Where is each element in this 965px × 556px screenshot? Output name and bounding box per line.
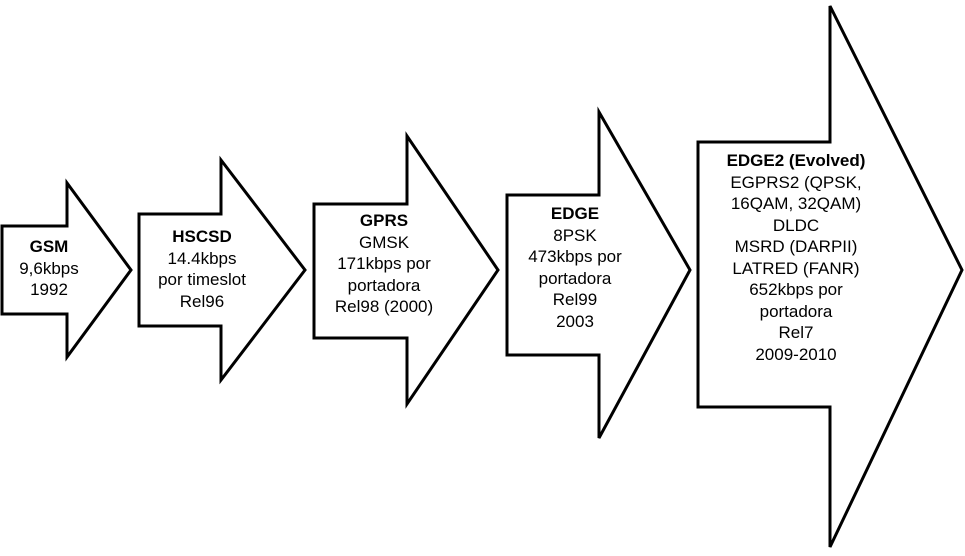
arrow-hscsd	[137, 155, 307, 385]
stage-line: 2003	[556, 311, 594, 331]
stage-line: 2009-2010	[755, 344, 837, 364]
arrow-edge	[505, 106, 692, 439]
stage-line: 9,6kbps	[19, 258, 79, 278]
stage-line: portadora	[759, 301, 833, 321]
arrow-gprs	[312, 131, 500, 409]
stage-hscsd: HSCSD 14.4kbps por timeslot Rel96	[135, 226, 269, 312]
stage-line: 1992	[30, 280, 68, 299]
stage-line: 8PSK	[553, 225, 597, 245]
stage-gprs: GPRS GMSK 171kbps por portadora Rel98 (2…	[314, 210, 454, 318]
stage-line: LATRED (FANR)	[732, 258, 860, 278]
stage-line: Rel7	[778, 323, 814, 342]
stage-line: MSRD (DARPII)	[734, 237, 858, 256]
stage-line: Rel98 (2000)	[334, 297, 434, 316]
stage-line: 14.4kbps	[167, 248, 237, 268]
stage-line: por timeslot	[158, 270, 246, 289]
stage-line: portadora	[347, 275, 421, 295]
stage-line: GMSK	[358, 232, 410, 252]
stage-line: Rel96	[179, 291, 225, 311]
stage-line: portadora	[538, 268, 612, 288]
arrow-edge2	[696, 5, 964, 548]
stage-title: EDGE2 (Evolved)	[726, 151, 866, 170]
stage-line: DLDC	[772, 215, 820, 235]
stage-line: 473kbps por	[528, 247, 622, 266]
stage-line: 652kbps por	[749, 280, 843, 299]
arrow-gsm	[0, 178, 133, 362]
stage-gsm: GSM 9,6kbps 1992	[2, 236, 96, 301]
stage-title: HSCSD	[172, 227, 232, 246]
stage-title: GPRS	[359, 211, 409, 230]
stage-title: EDGE	[550, 204, 600, 223]
stage-line: 171kbps por	[337, 254, 431, 273]
stage-line: Rel99	[552, 290, 598, 309]
stage-title: GSM	[29, 237, 69, 256]
stage-line: 16QAM, 32QAM)	[730, 194, 862, 213]
stage-line: EGPRS2 (QPSK,	[730, 172, 862, 192]
stage-edge2: EDGE2 (Evolved) EGPRS2 (QPSK, 16QAM, 32Q…	[698, 150, 894, 365]
stage-edge: EDGE 8PSK 473kbps por portadora Rel99 20…	[507, 203, 643, 332]
